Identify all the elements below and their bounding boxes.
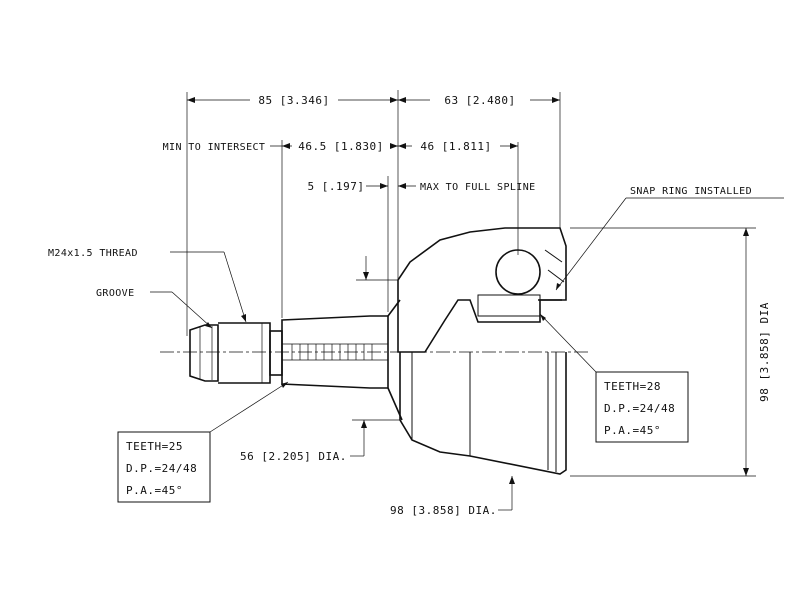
- spec-right-dp: D.P.=24/48: [604, 402, 675, 415]
- callout-thread: M24x1.5 THREAD: [48, 248, 138, 259]
- callout-groove: GROOVE: [96, 288, 135, 299]
- spec-left-dp: D.P.=24/48: [126, 462, 197, 475]
- spec-left-pa: P.A.=45°: [126, 484, 183, 497]
- dim-small-offset: 5 [.197]: [308, 180, 365, 193]
- threaded-end: [189, 322, 271, 384]
- housing-lower-view: [399, 352, 567, 475]
- dim-overall-left: 85 [3.346]: [258, 94, 329, 107]
- dim-min-intersect: 46.5 [1.830]: [298, 140, 383, 153]
- label-max-spline: MAX TO FULL SPLINE: [420, 182, 536, 193]
- annotations: 85 [3.346] 63 [2.480] MIN TO INTERSECT 4…: [48, 94, 771, 517]
- dim-overall-right: 63 [2.480]: [444, 94, 515, 107]
- spec-box-left: [117, 431, 211, 503]
- groove: [269, 330, 283, 376]
- inner-race: [477, 294, 541, 317]
- part-outline: [160, 227, 590, 475]
- spec-right-teeth: TEETH=28: [604, 380, 661, 393]
- spec-left-teeth: TEETH=25: [126, 440, 183, 453]
- spline-teeth: [291, 344, 373, 360]
- callout-snap-ring: SNAP RING INSTALLED: [630, 186, 752, 197]
- housing-upper-section: [397, 227, 567, 353]
- label-min-intersect: MIN TO INTERSECT: [163, 142, 266, 153]
- dim-vertical-dia: 98 [3.858] DIA: [758, 302, 771, 402]
- dim-shaft-dia: 56 [2.205] DIA.: [240, 450, 347, 463]
- dimension-lines: [186, 90, 756, 511]
- dim-housing-dia: 98 [3.858] DIA.: [390, 504, 497, 517]
- ball: [495, 249, 541, 295]
- dim-max-spline: 46 [1.811]: [420, 140, 491, 153]
- leaders: [150, 197, 784, 433]
- spec-box-right: [595, 371, 689, 443]
- spec-right-pa: P.A.=45°: [604, 424, 661, 437]
